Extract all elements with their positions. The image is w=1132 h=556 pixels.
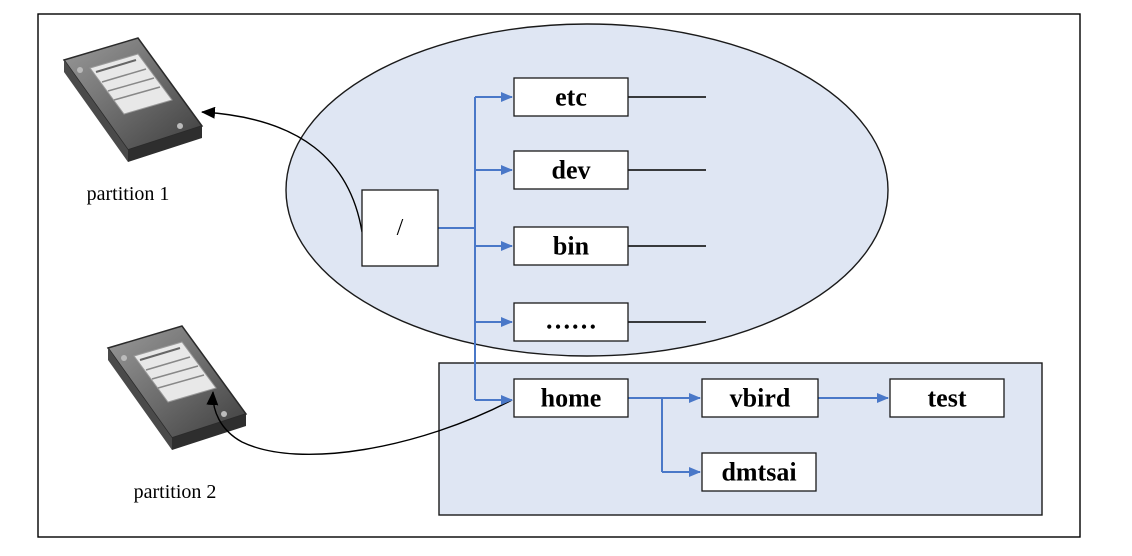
directory-label-more: …… [545,306,597,335]
mount-arrow-partition-1 [201,106,363,233]
directory-label-test: test [928,384,967,413]
directory-node-test: test [889,378,1005,418]
directory-node-more: …… [513,302,629,342]
directory-label-home: home [541,384,602,413]
hard-disk-icon [62,37,204,162]
directory-node-etc: etc [513,77,629,117]
directory-label-vbird: vbird [730,384,791,413]
directory-label-dev: dev [552,156,591,185]
directory-node-bin: bin [513,226,629,266]
directory-node-dmtsai: dmtsai [701,452,817,492]
directory-label-etc: etc [555,83,587,112]
directory-node-dev: dev [513,150,629,190]
root-directory-node: / [361,189,439,267]
root-directory-label: / [397,215,404,241]
directory-label-dmtsai: dmtsai [721,458,796,487]
partition-1-caption: partition 1 [87,183,170,205]
partition-1-region [285,23,889,357]
directory-node-vbird: vbird [701,378,819,418]
mount-arrow-partition-2 [206,391,513,455]
directory-label-bin: bin [553,232,590,261]
directory-node-home: home [513,378,629,418]
partition-2-caption: partition 2 [134,481,217,503]
hard-disk-icon [106,325,248,450]
